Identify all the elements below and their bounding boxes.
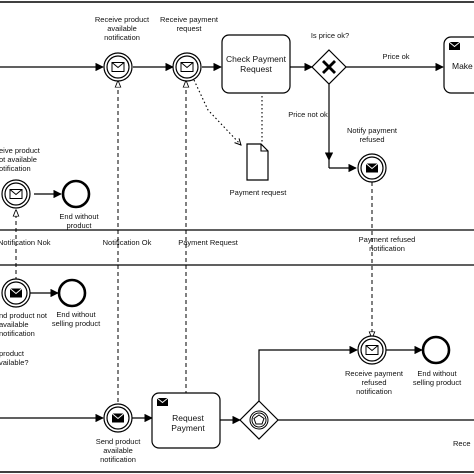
receive-payment-refused-event [357, 335, 387, 365]
label-product-available-question-1: product [0, 349, 25, 358]
event-based-gateway [239, 400, 279, 440]
bottom-labels: nd product not available notification En… [0, 310, 471, 464]
check-payment-request-task: Check Payment Request [221, 34, 291, 94]
label-send-product-not-available-1: nd product not [0, 311, 48, 320]
label-receive-payment-refused-3: notification [356, 387, 392, 396]
make-task-label: Make [452, 61, 473, 71]
label-receive-product-available-3: notification [104, 33, 140, 42]
label-send-product-available-3: notification [100, 455, 136, 464]
end-without-product-event [61, 179, 91, 209]
label-send-product-not-available-2: available [0, 320, 29, 329]
label-receive-payment-request-2: request [176, 24, 202, 33]
label-receive-product-available-1: Receive product [95, 15, 150, 24]
request-payment-label-1: Request [172, 413, 204, 423]
label-notify-payment-refused-1: Notify payment [347, 126, 398, 135]
request-payment-label-2: Payment [171, 423, 205, 433]
label-end-without-selling-1a: End without [56, 310, 96, 319]
label-end-without-selling-2a: End without [417, 369, 457, 378]
label-end-without-product-2: product [66, 221, 92, 230]
label-price-ok: Price ok [382, 52, 409, 61]
end-without-selling-product-event-2 [421, 335, 451, 365]
end-without-selling-product-event-1 [57, 278, 87, 308]
notify-payment-refused-event [357, 153, 387, 183]
send-product-available-event [103, 403, 133, 433]
label-send-product-available-1: Send product [96, 437, 142, 446]
request-payment-task: Request Payment [151, 392, 221, 449]
receive-payment-request-event [172, 52, 202, 82]
label-payment-request-data: Payment request [230, 188, 288, 197]
label-product-available-question-2: vailable? [0, 358, 29, 367]
message-flow-labels: Notification Nok Notification Ok Payment… [0, 235, 415, 253]
check-payment-request-label-1: Check Payment [226, 54, 287, 64]
label-payment-request-flow: Payment Request [178, 238, 239, 247]
label-payment-refused-notification-2: notification [369, 244, 405, 253]
label-payment-refused-notification-1: Payment refused [359, 235, 416, 244]
label-receive-payment-request-1: Receive payment [160, 15, 219, 24]
label-receive-payment-refused-1: Receive payment [345, 369, 404, 378]
price-ok-gateway [311, 49, 347, 85]
label-receive-product-not-available-2: ot available [0, 155, 37, 164]
label-receive-product-not-available-1: eive product [0, 146, 41, 155]
label-receive-payment-refused-2: refused [361, 378, 386, 387]
receive-product-available-event [103, 52, 133, 82]
make-task: Make [443, 36, 474, 94]
data-association [193, 79, 241, 145]
sequence-flow-branch-refused [258, 345, 358, 401]
label-end-without-selling-1b: selling product [52, 319, 101, 328]
label-receive-product-available-2: available [107, 24, 137, 33]
label-receive-partial: Rece [453, 439, 471, 448]
label-send-product-available-2: available [103, 446, 133, 455]
label-end-without-product-1: End without [59, 212, 99, 221]
label-end-without-selling-2b: selling product [413, 378, 462, 387]
label-notification-nok: Notification Nok [0, 238, 51, 247]
payment-request-data-object [246, 143, 269, 181]
send-product-not-available-event [1, 278, 31, 308]
label-receive-product-not-available-3: otification [0, 164, 31, 173]
label-notify-payment-refused-2: refused [359, 135, 384, 144]
label-send-product-not-available-3: notification [0, 329, 35, 338]
top-labels: Receive product available notification R… [0, 15, 410, 230]
label-price-not-ok: Price not ok [288, 110, 328, 119]
label-is-price-ok: Is price ok? [311, 31, 349, 40]
receive-product-not-available-event [1, 179, 31, 209]
label-notification-ok: Notification Ok [103, 238, 152, 247]
check-payment-request-label-2: Request [240, 64, 272, 74]
